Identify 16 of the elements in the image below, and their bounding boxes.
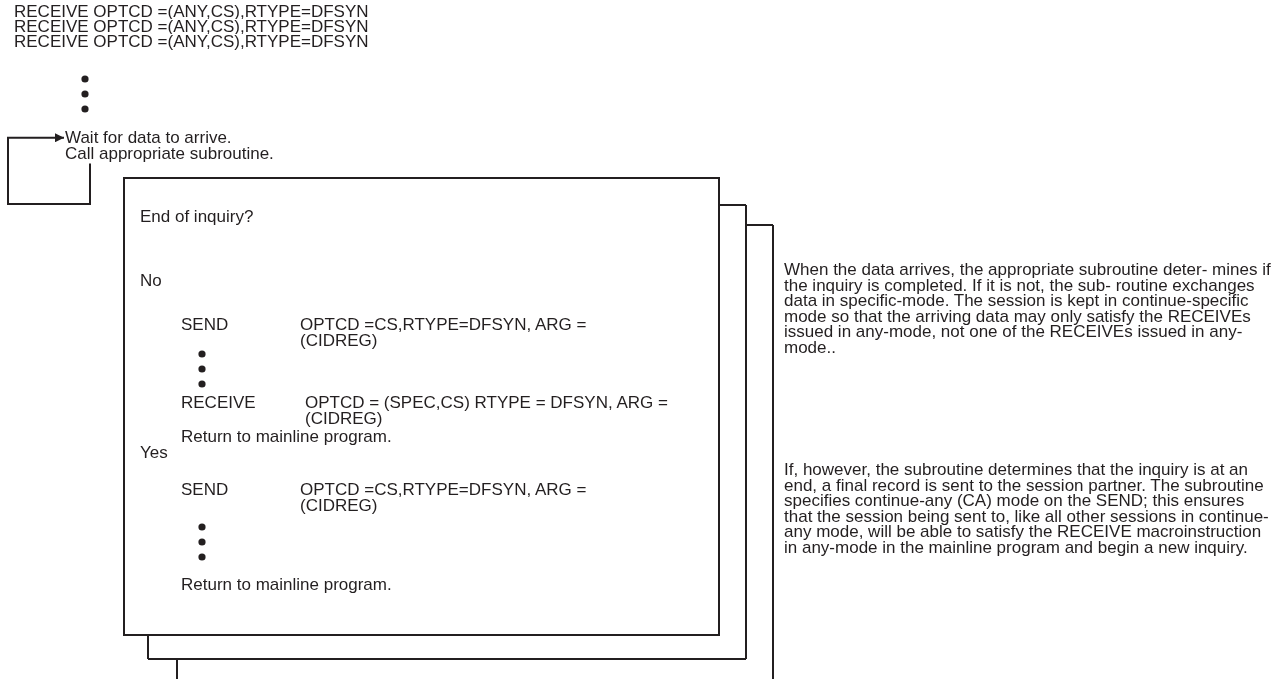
step-text: Call appropriate subroutine. — [65, 146, 274, 162]
macro-keyword: SEND — [181, 482, 229, 498]
macro-keyword: RECEIVE — [181, 395, 256, 411]
note-paragraph: When the data arrives, the appropriate subroutine deter- mines if the inquiry is completed. If it is not, the sub- routine exchanges data in specific-mode. The session is kept in continue-specific mode so that the arriving data may only satisfy the RECEIVEs issued in any-mode, not one of the RECEIVEs issued in any-mode.. — [784, 262, 1274, 355]
macro-operands: OPTCD =CS,RTYPE=DFSYN, ARG = (CIDREG) — [300, 317, 588, 348]
branch-label: No — [140, 273, 162, 289]
listing-page — [123, 177, 720, 636]
macro-operands: OPTCD =CS,RTYPE=DFSYN, ARG = (CIDREG) — [300, 482, 588, 513]
macro-operands: OPTCD = (SPEC,CS) RTYPE = DFSYN, ARG = (CIDREG) — [305, 395, 669, 426]
step-text: Return to mainline program. — [181, 577, 392, 593]
macro-keyword: SEND — [181, 317, 229, 333]
step-text: Wait for data to arrive. — [65, 130, 232, 146]
arrow — [7, 133, 91, 205]
condition-text: End of inquiry? — [140, 209, 254, 225]
branch-label: Yes — [140, 445, 168, 461]
step-text: Return to mainline program. — [181, 429, 392, 445]
